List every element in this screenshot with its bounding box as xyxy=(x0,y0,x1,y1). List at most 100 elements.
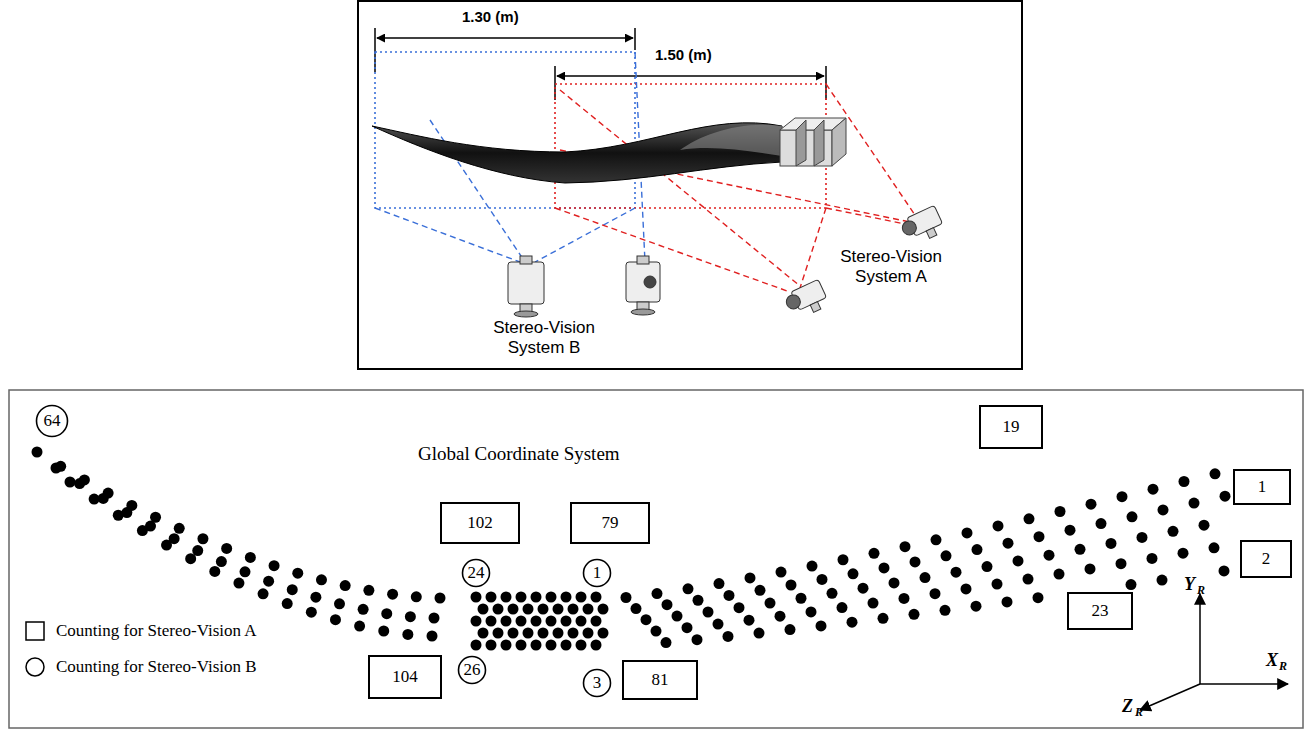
marker-dot xyxy=(1002,596,1013,607)
marker-dot xyxy=(1179,476,1190,487)
marker-dot xyxy=(576,616,587,627)
axis-label: X xyxy=(1266,650,1278,671)
marker-dot xyxy=(940,605,951,616)
marker-dot xyxy=(920,572,931,583)
marker-dot xyxy=(546,640,557,651)
marker-dot xyxy=(486,592,497,603)
field-of-view xyxy=(375,52,635,208)
marker-dot xyxy=(553,604,564,615)
marker-dot xyxy=(941,550,952,561)
marker-dot xyxy=(197,533,208,544)
marker-dot xyxy=(471,616,482,627)
marker-dot xyxy=(692,634,703,645)
marker-dot xyxy=(816,620,827,631)
marker-dot xyxy=(1055,506,1066,517)
marker-dot xyxy=(1023,574,1034,585)
marker-dot xyxy=(931,534,942,545)
point-number-box: 104 xyxy=(368,655,442,699)
marker-dot xyxy=(113,510,124,521)
marker-dot xyxy=(1033,592,1044,603)
marker-dot xyxy=(641,614,652,625)
marker-dot xyxy=(971,601,982,612)
marker-dot xyxy=(1210,468,1221,479)
marker-dot xyxy=(786,580,797,591)
marker-dot xyxy=(1034,531,1045,542)
callout-number: 26 xyxy=(464,660,481,680)
marker-dot xyxy=(561,640,572,651)
dimension-label: 1.50 (m) xyxy=(655,46,712,63)
legend-text: Counting for Stereo-Vision B xyxy=(56,657,257,677)
legend-swatch xyxy=(24,656,46,678)
marker-dot xyxy=(486,616,497,627)
marker-dot xyxy=(405,611,416,622)
marker-dot xyxy=(381,608,392,619)
marker-dot xyxy=(1106,538,1117,549)
callout-number: 64 xyxy=(44,411,61,431)
marker-dot xyxy=(568,604,579,615)
marker-dot xyxy=(1075,544,1086,555)
legend-entry: Counting for Stereo-Vision B xyxy=(24,656,257,678)
marker-dot xyxy=(827,588,838,599)
marker-dot xyxy=(1209,542,1220,553)
marker-dot xyxy=(993,520,1004,531)
marker-dot xyxy=(427,631,438,642)
camera xyxy=(626,256,660,315)
marker-dot xyxy=(216,556,227,567)
marker-dot xyxy=(435,593,446,604)
marker-dot xyxy=(652,588,663,599)
marker-dot xyxy=(723,631,734,642)
marker-dot xyxy=(1137,532,1148,543)
circle-outline xyxy=(37,406,68,437)
marker-dot xyxy=(1178,548,1189,559)
point-number-box: 79 xyxy=(570,502,650,544)
marker-dot xyxy=(363,585,374,596)
point-number-circle: 64 xyxy=(35,404,69,438)
callout-number: 1 xyxy=(593,563,602,583)
marker-dot xyxy=(576,640,587,651)
marker-dot xyxy=(1085,563,1096,574)
marker-dot xyxy=(961,583,972,594)
marker-dot xyxy=(330,614,341,625)
marker-dot xyxy=(538,604,549,615)
marker-dot xyxy=(868,598,879,609)
dimension-label: 1.30 (m) xyxy=(462,8,519,25)
marker-dot xyxy=(310,592,321,603)
marker-dot xyxy=(1168,526,1179,537)
marker-dot xyxy=(776,567,787,578)
marker-dot xyxy=(508,628,519,639)
turbine-blade xyxy=(372,123,782,183)
marker-dot xyxy=(233,578,244,589)
marker-dot xyxy=(501,616,512,627)
axis-subscript: R xyxy=(1197,584,1205,598)
marker-dot xyxy=(493,628,504,639)
camera xyxy=(899,205,946,247)
dimension-line xyxy=(375,28,826,100)
marker-dot xyxy=(568,628,579,639)
camera xyxy=(783,279,830,321)
marker-dot xyxy=(486,640,497,651)
marker-dot xyxy=(508,604,519,615)
marker-dot xyxy=(899,593,910,604)
marker-dot xyxy=(847,617,858,628)
marker-dot xyxy=(561,592,572,603)
marker-dot xyxy=(1117,491,1128,502)
marker-dot xyxy=(661,637,672,648)
marker-dot xyxy=(546,592,557,603)
marker-dot xyxy=(785,624,796,635)
marker-dot xyxy=(411,591,422,602)
marker-dot xyxy=(1086,499,1097,510)
marker-dot xyxy=(765,598,776,609)
marker-dot xyxy=(516,640,527,651)
marker-dot xyxy=(591,616,602,627)
marker-dot xyxy=(531,640,542,651)
marker-dot xyxy=(1054,569,1065,580)
marker-dot xyxy=(546,616,557,627)
marker-dot xyxy=(240,566,251,577)
marker-dot xyxy=(714,578,725,589)
marker-dot xyxy=(1127,511,1138,522)
marker-dot xyxy=(185,553,196,564)
panel-frame xyxy=(9,390,1303,728)
marker-dot xyxy=(501,592,512,603)
marker-dot xyxy=(65,477,76,488)
